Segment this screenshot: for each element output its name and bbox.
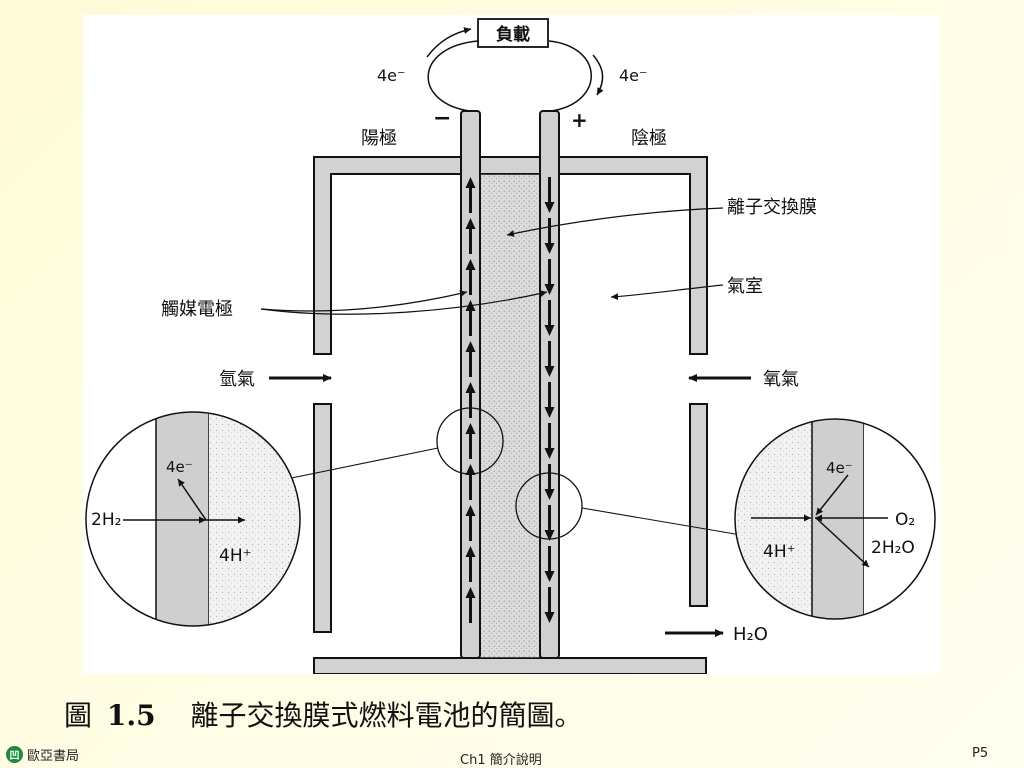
cathode-zoom-oxygen: O₂ bbox=[895, 510, 915, 530]
caption-text: 離子交換膜式燃料電池的簡圖。 bbox=[190, 699, 583, 732]
electrons-right-label: 4e⁻ bbox=[619, 66, 647, 85]
anode-arrow-head-6 bbox=[465, 423, 476, 434]
anode-zoom-leader bbox=[276, 447, 439, 482]
publisher-logo-icon: 凹 bbox=[6, 746, 23, 763]
anode-arrow-head-5 bbox=[465, 382, 476, 393]
catalyst-electrode-label: 觸媒電極 bbox=[161, 299, 233, 320]
anode-magnifier-circle bbox=[436, 407, 504, 475]
anode-zoom-reactant: 2H₂ bbox=[91, 510, 121, 530]
cathode-zoom-leader bbox=[581, 507, 742, 536]
cathode-arrow-head-1 bbox=[544, 243, 555, 254]
plus-sign: + bbox=[571, 108, 588, 132]
catalyst-pointer-cathode bbox=[260, 290, 548, 315]
anode-arrow-head-9 bbox=[465, 546, 476, 557]
electrons-left-label: 4e⁻ bbox=[377, 66, 405, 85]
anode-arrow-head-7 bbox=[465, 464, 476, 475]
cathode-arrow-head-4 bbox=[544, 366, 555, 377]
housing bbox=[313, 156, 708, 674]
diagram-panel: 負載 4e⁻ 4e⁻ − + 陽極 陰極 離子交換膜 氣室 觸媒電極 氫氣 氧氣… bbox=[83, 15, 940, 674]
cathode-arrow-head-6 bbox=[544, 448, 555, 459]
cathode-arrow-head-3 bbox=[544, 325, 555, 336]
electron-flow-arrow-left bbox=[426, 27, 472, 58]
load-box bbox=[477, 18, 549, 48]
oxygen-label: 氧氣 bbox=[763, 369, 799, 390]
membrane bbox=[478, 173, 541, 659]
caption-prefix: 圖 bbox=[64, 699, 93, 732]
anode-arrow-head-4 bbox=[465, 341, 476, 352]
housing-top bbox=[313, 156, 708, 355]
gas-chamber-pointer bbox=[610, 284, 724, 301]
cathode-label: 陰極 bbox=[631, 128, 667, 149]
cathode-zoom-water: 2H₂O bbox=[871, 538, 915, 558]
cathode-zoom-detail: 4e⁻ O₂ 2H₂O 4H⁺ bbox=[734, 418, 936, 620]
anode-zoom-detail: 4e⁻ 2H₂ 4H⁺ bbox=[85, 411, 301, 627]
gas-chamber-label: 氣室 bbox=[727, 276, 763, 297]
cathode-arrow-head-5 bbox=[544, 407, 555, 418]
footer-page-number: P5 bbox=[972, 746, 989, 761]
figure-caption: 圖 1.5 離子交換膜式燃料電池的簡圖。 bbox=[64, 694, 583, 734]
anode-zoom-product: 4H⁺ bbox=[219, 546, 252, 566]
housing-bottom bbox=[313, 657, 707, 674]
membrane-pointer bbox=[506, 207, 724, 237]
minus-sign: − bbox=[433, 106, 451, 131]
membrane-label: 離子交換膜 bbox=[727, 197, 817, 218]
caption-number: 1.5 bbox=[106, 699, 156, 732]
publisher-name: 歐亞書局 bbox=[27, 749, 80, 764]
anode-arrow-head-2 bbox=[465, 259, 476, 270]
anode-electron-arrows bbox=[465, 177, 476, 623]
anode-arrow-head-1 bbox=[465, 218, 476, 229]
cathode-magnifier-circle bbox=[515, 472, 583, 540]
cathode-electron-arrows bbox=[544, 177, 555, 623]
cathode-arrow-head-10 bbox=[544, 612, 555, 623]
housing-right-lower-wall bbox=[689, 403, 708, 607]
load-label: 負載 bbox=[496, 24, 530, 45]
anode-arrow-head-10 bbox=[465, 587, 476, 598]
fuel-cell-diagram: 負載 4e⁻ 4e⁻ − + 陽極 陰極 離子交換膜 氣室 觸媒電極 氫氣 氧氣… bbox=[85, 18, 936, 674]
cathode-arrow-head-0 bbox=[544, 202, 555, 213]
hydrogen-label: 氫氣 bbox=[219, 369, 255, 390]
anode-arrow-head-0 bbox=[465, 177, 476, 188]
anode-zoom-electrons: 4e⁻ bbox=[166, 458, 193, 476]
water-out-label: H₂O bbox=[733, 624, 768, 645]
catalyst-pointer-anode bbox=[260, 290, 468, 312]
footer-chapter: Ch1 簡介說明 bbox=[460, 753, 542, 768]
cathode-zoom-protons: 4H⁺ bbox=[763, 542, 796, 562]
cathode-arrow-head-7 bbox=[544, 489, 555, 500]
cathode-zoom-electrons: 4e⁻ bbox=[826, 459, 853, 477]
housing-left-lower-wall bbox=[313, 403, 332, 633]
electron-flow-arrow-right bbox=[592, 54, 604, 96]
footer-publisher: 凹 歐亞書局 bbox=[6, 745, 79, 764]
external-circuit-loop bbox=[427, 40, 592, 112]
anode-label: 陽極 bbox=[361, 128, 397, 149]
anode-arrow-head-8 bbox=[465, 505, 476, 516]
cathode-arrow-head-8 bbox=[544, 530, 555, 541]
cathode-arrow-head-2 bbox=[544, 284, 555, 295]
cathode-arrow-head-9 bbox=[544, 571, 555, 582]
